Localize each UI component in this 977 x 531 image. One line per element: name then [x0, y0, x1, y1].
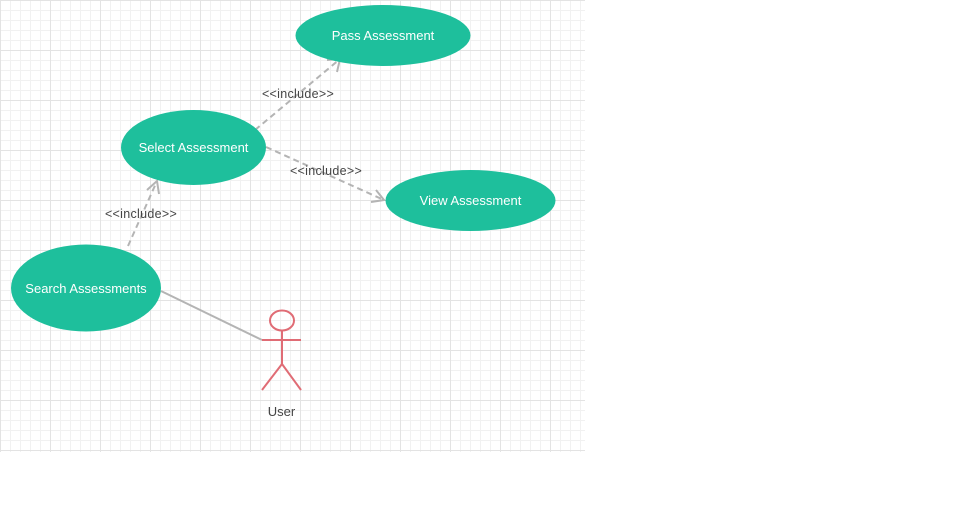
stick-figure-icon [261, 309, 302, 391]
dependency-line [127, 180, 158, 247]
dependency-line [254, 58, 341, 131]
use-case-label: View Assessment [420, 193, 522, 208]
use-case-shape [385, 170, 556, 231]
include-label-view: <<include>> [290, 164, 362, 178]
dependency-line [265, 146, 385, 201]
actor-user[interactable]: User [261, 309, 302, 420]
use-case-pass-assessment[interactable]: Pass Assessment [295, 5, 471, 66]
use-case-label: Pass Assessment [332, 28, 435, 43]
association-line[interactable] [160, 290, 263, 341]
include-label-select: <<include>> [105, 207, 177, 221]
use-case-label: Select Assessment [139, 140, 249, 155]
use-case-select-assessment[interactable]: Select Assessment [121, 110, 266, 185]
actor-label: User [268, 404, 296, 419]
use-case-search-assessments[interactable]: Search Assessments [11, 244, 161, 332]
use-case-shape [11, 244, 161, 332]
include-search-to-select[interactable] [127, 179, 160, 247]
use-case-shape [295, 5, 471, 66]
use-case-shape [121, 110, 266, 185]
use-case-view-assessment[interactable]: View Assessment [385, 170, 556, 231]
include-label-pass: <<include>> [262, 87, 334, 101]
use-case-label: Search Assessments [25, 281, 147, 296]
arrowhead-icon [146, 179, 160, 195]
include-select-to-view[interactable] [265, 146, 386, 203]
arrowhead-icon [370, 189, 386, 203]
